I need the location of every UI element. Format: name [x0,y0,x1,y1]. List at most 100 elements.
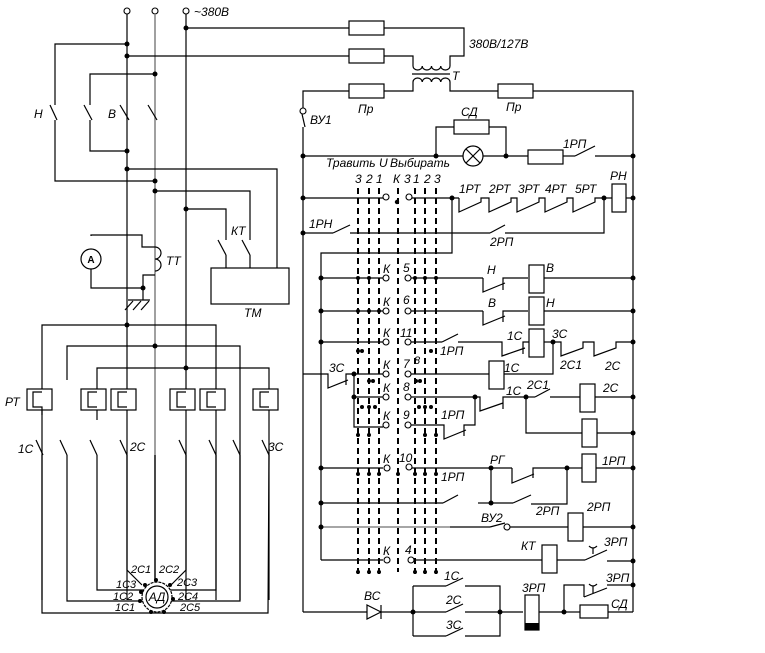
thermal-contact-4rt: 4РТ [545,182,568,196]
rp3-contact-label-b: 3РП [606,571,630,585]
tt-label: ТТ [166,254,182,268]
rp1-label-top: 1РП [563,137,587,151]
rn-label: РН [610,169,627,183]
motor-term-1c3: 1С3 [116,579,137,591]
svg-text:2: 2 [423,172,431,186]
coil-3rp-damper [525,623,539,630]
fuse-pr-left [348,83,385,99]
rp3-contact-label-a: 3РП [604,535,628,549]
vu1-label: ВУ1 [310,113,332,127]
sd-resistor-bottom [579,604,609,619]
position-11: 11 [400,326,412,340]
kt-contact-label: КТ [231,224,247,238]
motor-label: АД [148,590,166,604]
contactor-2c-label: 2С [129,440,146,454]
c1-label-b: 1С [504,361,520,375]
transformer-secondary [412,77,451,83]
rn-coil [611,183,627,213]
svg-text:1: 1 [376,172,383,186]
position-10: 10 [399,451,413,465]
coil-3rp-label: 3РП [522,581,546,595]
vs-label: ВС [364,589,381,603]
c2-1-label-b: 2С1 [526,378,549,392]
supply-terminal-l1 [123,7,131,15]
current-transformer-coil [154,246,162,272]
c1-label-d: 1С [444,569,460,583]
motor-inner [145,585,169,609]
power-circuit: ~380В Н В КТ [5,5,350,614]
c2-label-b: 2С [602,381,619,395]
vu1-switch [299,107,307,115]
control-circuit: СД 1РП Травить U Выбирать 3 2 1 К 3 1 2 … [300,105,636,637]
position-9: 9 [403,408,410,422]
supply-terminal-l2 [151,7,159,15]
thermal-contact-1rt: 1РТ [459,182,482,196]
thermal-contact-3rt: 3РТ [518,182,541,196]
transformer-primary [412,65,451,71]
position-4: 4 [405,543,412,557]
thermal-relay-heaters [26,388,279,415]
tm-label: ТМ [244,306,261,320]
tm-block [210,267,290,305]
fuse-2 [348,48,385,64]
thermal-relay-label: РТ [5,395,21,409]
coil-1rp [581,453,597,483]
k-label-4: К [383,544,391,558]
coil-3c [581,418,598,448]
kt-coil-label: КТ [521,539,537,553]
coil-v-label: В [546,261,554,275]
rp1-contact-label-a: 1РП [440,344,464,358]
contactor-1c-label: 1С [18,442,34,456]
motor-term-2c5: 2С5 [179,602,201,614]
fuse-pr-right-label: Пр [506,100,522,114]
rectifier-diode [366,604,383,620]
rp1-coil-resistor [527,149,564,165]
switch-n-label: Н [34,107,43,121]
coil-kt [541,544,558,574]
motor-term-2c4: 2С4 [177,591,198,603]
sd-label: СД [461,105,478,119]
k-label-5: К [383,262,391,276]
rn1-label: 1РН [309,217,333,231]
c2-label-a: 2С [604,359,621,373]
c3-label-b: 3С [329,361,345,375]
fuse-1 [348,20,385,36]
position-6: 6 [403,293,410,307]
controller-header-right: Выбирать [390,156,450,170]
motor-term-1c1: 1С1 [115,602,135,614]
coil-n [528,296,545,326]
thermal-contact-2rt: 2РТ [488,182,512,196]
fuse-pr-left-label: Пр [358,102,374,116]
contact-v-label: В [488,296,496,310]
k-label-11: К [383,326,391,340]
rg-label: РГ [490,453,506,467]
c2-label-c: 2С [445,593,462,607]
c1-label-a: 1С [507,329,523,343]
rp2-contact-label-b: 2РП [535,504,560,518]
rp1-contact-label-b: 1РП [441,408,465,422]
rp1-contact-label-c: 1РП [441,470,465,484]
svg-text:К: К [393,172,401,186]
transformer-ratio-label: 380В/127В [469,37,528,51]
sd-label-bottom: СД [611,597,628,611]
controller-contact-marks [356,276,438,574]
supply-voltage-label: ~380В [194,5,229,19]
coil-1c [528,328,545,358]
k-label-6: К [383,295,391,309]
thermal-contact-5rt: 5РТ [575,182,598,196]
main-contactor-contacts [35,439,270,456]
position-7: 7 [403,357,411,371]
coil-n-label: Н [546,296,555,310]
c2-1-label-a: 2С1 [559,358,582,372]
contact-n-label: Н [487,263,496,277]
controller-header-left: Травить [326,156,376,170]
motor-term-2c3: 2С3 [176,577,198,589]
supply-terminal-l3 [182,7,190,15]
c3-label-c: 3С [446,618,462,632]
controller-header-mid: U [379,156,388,170]
time-delay-symbol-a [588,545,598,554]
time-delay-symbol-b [588,583,598,593]
transformer-label: Т [452,69,461,83]
svg-text:3: 3 [434,172,441,186]
